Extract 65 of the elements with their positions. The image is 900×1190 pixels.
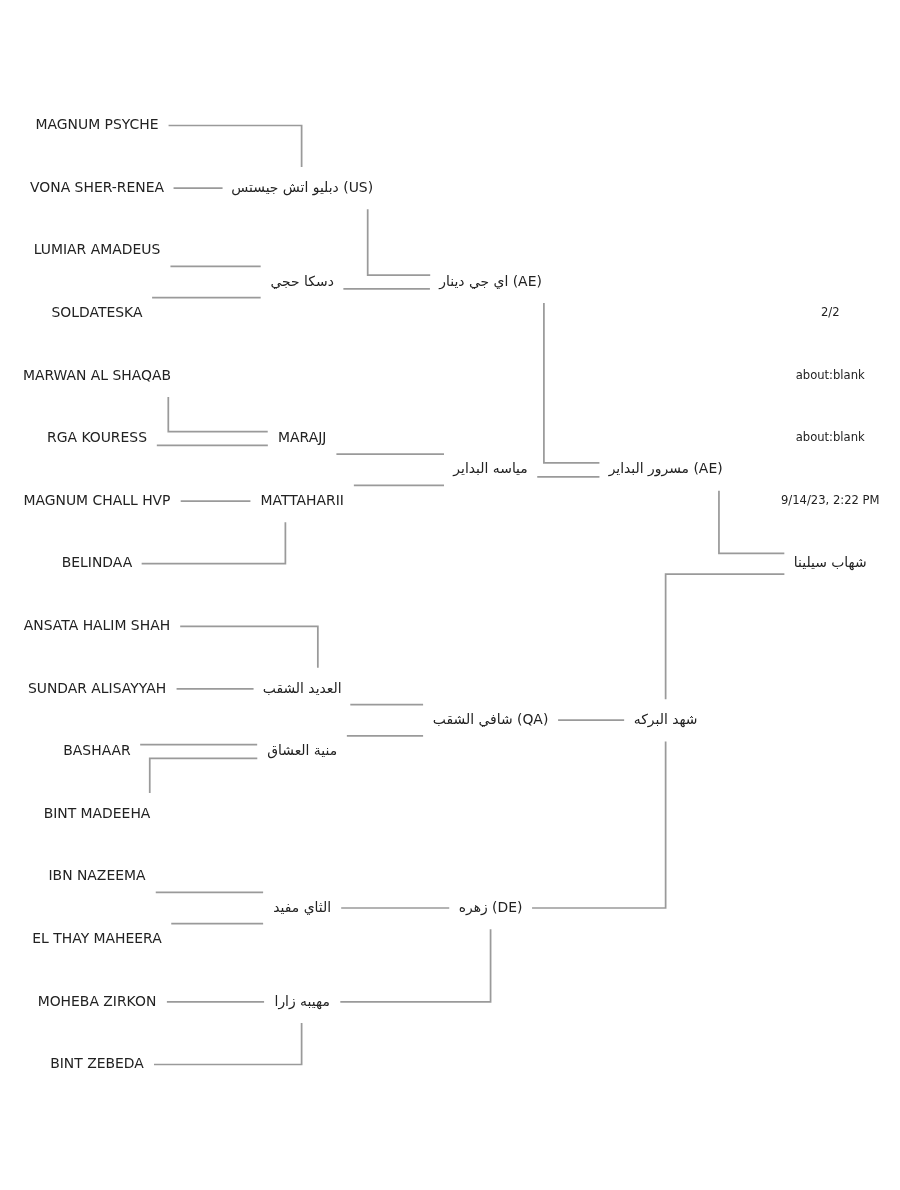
node-text: MARWAN AL SHAQAB (22, 366, 172, 383)
node-text: شهد البركه (633, 710, 698, 727)
connector (151, 296, 262, 299)
connector (335, 453, 445, 455)
connector (175, 688, 255, 690)
connector (155, 444, 269, 447)
connector (346, 735, 424, 737)
node-text: IBN NAZEEMA (48, 867, 146, 884)
connector (170, 922, 264, 925)
node-text: MAGNUM CHALL HVP (23, 491, 171, 508)
node-text: العديد الشقب (262, 679, 342, 696)
connector (531, 740, 667, 909)
label: 2/2 (820, 305, 840, 320)
node-text: منية العشاق (267, 742, 338, 759)
node-text: مياسه البداير (453, 460, 528, 477)
connector (339, 928, 492, 1003)
node-text: دبليو اتش جيستس (US) (231, 178, 374, 195)
connector (718, 490, 786, 555)
node-text: شهاب سيلينا (793, 554, 867, 571)
node-text: BELINDAA (61, 554, 133, 571)
connector (166, 1001, 265, 1003)
connector (140, 521, 287, 565)
connector (536, 475, 601, 478)
node-text: زهره (DE) (458, 898, 523, 915)
label: 9/14/23, 2:22 PM (780, 493, 880, 507)
connector (153, 1022, 303, 1066)
node-text: ANSATA HALIM SHAH (23, 616, 171, 633)
connector (543, 302, 601, 464)
node-text: دسكا حجي (270, 272, 334, 289)
connector (172, 187, 224, 189)
connector (353, 484, 445, 487)
connector (664, 573, 786, 701)
connector (349, 703, 424, 706)
node-text: الثاي مفيد (273, 898, 332, 915)
connector (557, 719, 625, 722)
node-text: MAGNUM PSYCHE (35, 116, 159, 133)
label: about:blank (795, 430, 865, 445)
node-text: BINT ZEBEDA (50, 1055, 144, 1072)
connector (342, 288, 431, 290)
node-text: SUNDAR ALISAYYAH (27, 679, 167, 696)
node-text: شافي الشقب (QA) (432, 710, 549, 727)
connector (154, 891, 264, 894)
node-text: VONA SHER-RENEA (30, 178, 164, 195)
connector (179, 500, 252, 502)
connector (167, 124, 303, 168)
node-text: SOLDATESKA (51, 303, 143, 320)
node-text: LUMIAR AMADEUS (33, 241, 161, 258)
node-text: BASHAAR (63, 742, 131, 759)
node-text: اي جي دينار (AE) (439, 272, 542, 289)
connector (167, 396, 269, 433)
connector (340, 907, 451, 909)
node-text: RGA KOURESS (47, 429, 147, 446)
node-text: MOHEBA ZIRKON (37, 992, 157, 1009)
label: about:blank (795, 367, 865, 382)
node-text: BINT MADEEHA (43, 804, 151, 821)
connector (139, 743, 259, 746)
connector (366, 208, 432, 276)
connector (179, 625, 319, 669)
node-text: EL THAY MAHEERA (32, 929, 162, 946)
node-text: مهيبه زارا (274, 992, 330, 1009)
node-text: مسرور البداير (AE) (608, 460, 723, 477)
node-text: MARAJJ (278, 429, 327, 446)
node-text: MATTAHARII (260, 491, 344, 508)
connector (169, 265, 262, 268)
connector (148, 757, 259, 794)
